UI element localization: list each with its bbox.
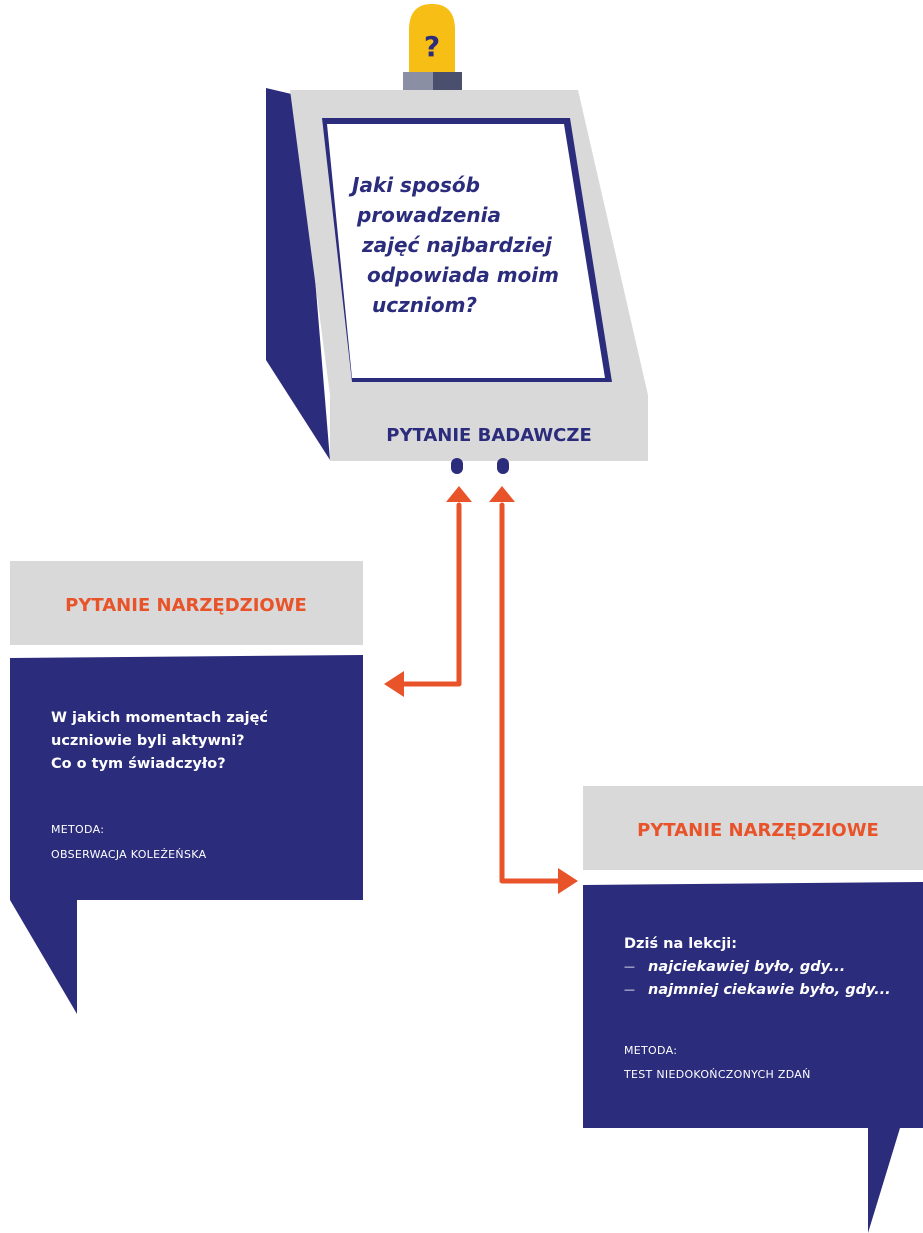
right-card-item-dash: — [624,960,635,973]
monitor: Jaki sposób prowadzenia zajęć najbardzie… [266,88,648,474]
arrowhead-left [384,671,404,697]
arrow-to-left-card [399,502,462,687]
right-card-intro: Dziś na lekcji: [624,936,737,952]
right-card-item-dash: — [624,983,635,996]
monitor-label-panel [330,395,648,461]
left-card-question-line: W jakich momentach zajęć [51,710,268,726]
left-card-method-value: OBSERWACJA KOLEŻEŃSKA [51,848,207,861]
right-card: PYTANIE NARZĘDZIOWE Dziś na lekcji: — na… [583,786,923,1233]
research-question-line: prowadzenia [356,203,501,227]
left-card-method-label: METODA: [51,823,104,836]
left-card-speech-bubble [10,655,363,1014]
right-card-speech-bubble [583,882,923,1233]
monitor-side [266,88,330,460]
arrowhead-up-right [489,486,515,502]
left-card: PYTANIE NARZĘDZIOWE W jakich momentach z… [10,561,363,1014]
right-card-item-text: najciekawiej było, gdy... [648,959,845,975]
connector-peg-right [497,458,509,474]
monitor-screen [327,124,605,378]
research-question-line: Jaki sposób [348,173,480,197]
left-card-question-line: uczniowie byli aktywni? [51,733,245,749]
arrows [399,502,563,884]
arrowhead-right [558,868,578,894]
right-card-header [583,786,923,870]
right-card-header-label: PYTANIE NARZĘDZIOWE [637,820,879,841]
research-question-line: uczniom? [372,293,477,317]
right-card-item-text: najmniej ciekawie było, gdy... [648,982,891,998]
right-card-method-label: METODA: [624,1044,677,1057]
beacon-base-highlight [403,72,433,90]
question-mark-icon: ? [424,30,440,63]
left-card-header-label: PYTANIE NARZĘDZIOWE [65,595,307,616]
arrowhead-up-left [446,486,472,502]
research-question-line: zajęć najbardziej [361,233,553,257]
connector-peg-left [451,458,463,474]
beacon: ? [403,4,462,90]
arrowheads [384,486,578,894]
monitor-label: PYTANIE BADAWCZE [386,425,592,446]
left-card-question-line: Co o tym świadczyło? [51,756,226,772]
right-card-method-value: TEST NIEDOKOŃCZONYCH ZDAŃ [623,1068,811,1081]
left-card-header [10,561,363,645]
research-question-line: odpowiada moim [367,263,559,287]
arrow-to-right-card [499,502,563,884]
beacon-light [409,4,455,72]
